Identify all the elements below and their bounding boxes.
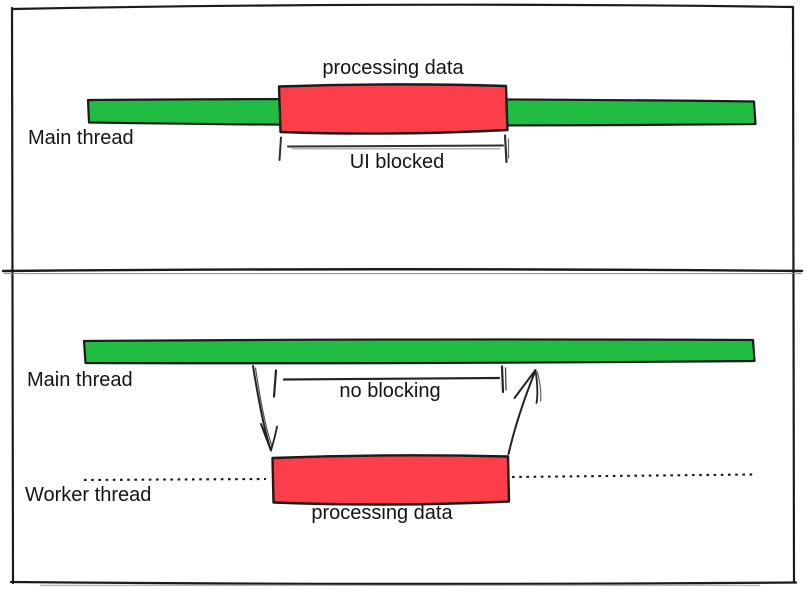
outer-frame <box>9 3 798 586</box>
bracket-right-tick <box>500 365 505 394</box>
arrow-head-left-barb <box>513 369 537 399</box>
arrow-head-right-barb <box>534 369 539 404</box>
bracket-right-tick <box>503 134 508 164</box>
return-to-main-arrow <box>507 369 542 455</box>
arrow-head-right-barb-double <box>536 371 542 402</box>
bottom-panel-shapes <box>82 338 756 506</box>
panel-divider <box>1 268 804 275</box>
no-blocking-label: no blocking <box>339 380 441 402</box>
bracket-right-tick-double <box>504 367 507 391</box>
bottom-main-thread-label: Main thread <box>27 369 133 391</box>
worker-thread-label: Worker thread <box>25 484 152 506</box>
frame-bottom-border <box>9 580 798 585</box>
arrow-shaft <box>507 369 537 455</box>
worker-thread-dotted-line <box>83 473 754 482</box>
bracket-left-tick <box>272 369 278 398</box>
bottom-processing-block <box>271 454 511 506</box>
frame-left-border <box>10 6 15 585</box>
top-processing-block <box>277 83 509 135</box>
panel-divider-line <box>1 268 804 273</box>
top-main-thread-label: Main thread <box>28 127 134 149</box>
bottom-processing-data-label: processing data <box>311 502 453 524</box>
frame-right-border <box>791 5 796 584</box>
bracket-line <box>282 376 501 381</box>
top-panel-shapes <box>86 83 757 135</box>
ui-blocked-bracket <box>278 134 510 164</box>
worker-dotted-line-left <box>83 477 267 482</box>
arrow-head-left-barb <box>260 423 272 452</box>
bottom-main-thread-bar <box>82 338 756 365</box>
post-to-worker-arrow <box>252 365 278 452</box>
arrow-shaft-double <box>254 367 273 447</box>
bracket-line <box>287 144 504 148</box>
no-blocking-bracket <box>272 365 507 398</box>
arrow-head-right-barb <box>270 425 278 452</box>
worker-dotted-line-right <box>511 473 754 479</box>
top-processing-data-label: processing data <box>322 57 464 79</box>
frame-top-border <box>10 3 795 11</box>
ui-blocked-label: UI blocked <box>349 151 445 173</box>
bracket-left-tick <box>278 136 282 161</box>
